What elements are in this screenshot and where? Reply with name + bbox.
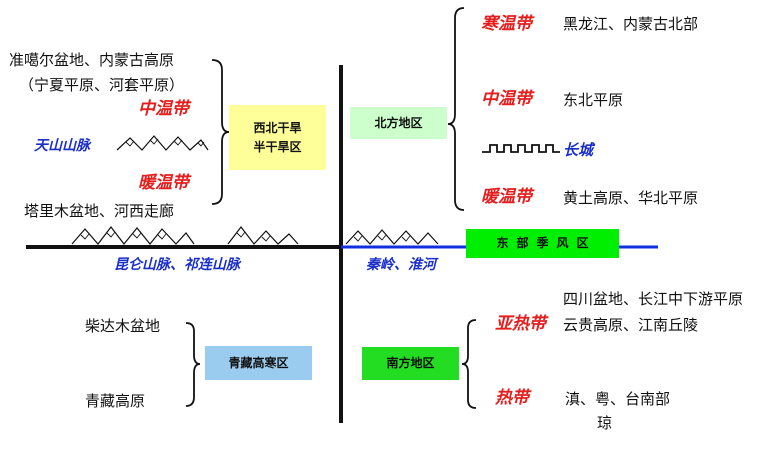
south-zone-tropical: 热带	[495, 388, 529, 408]
kunlun-mountains-icon	[71, 226, 299, 245]
south-region-box: 南方地区	[362, 347, 459, 380]
tianshan-mountains-icon	[116, 135, 209, 151]
south-brace	[461, 319, 477, 409]
tianshan-label: 天山山脉	[34, 138, 90, 154]
tarim-basin-label: 塔里木盆地、河西走廊	[24, 202, 175, 220]
northwest-arid-region-label: 西北干旱 半干旱区	[253, 120, 302, 154]
tropic-place-line1: 滇、粤、台南部	[565, 390, 671, 408]
northwest-zone-mid-temperate: 中温带	[138, 99, 189, 119]
northwest-brace	[211, 59, 230, 205]
tropic-place-line2: 琼	[597, 414, 613, 432]
south-region-label: 南方地区	[386, 356, 435, 371]
north-region-label: 北方地区	[374, 115, 423, 130]
qinling-huaihe-label: 秦岭、淮河	[366, 257, 436, 273]
qinghai-tibet-plateau-label: 青藏高原	[85, 392, 146, 410]
north-zone-mid-temperate: 中温带	[481, 89, 532, 109]
qinghai-tibet-region-label: 青藏高寒区	[228, 355, 289, 370]
north-zone-cold-temperate: 寒温带	[481, 14, 532, 34]
north-zone-cold-place: 黑龙江、内蒙古北部	[563, 15, 699, 33]
qinling-mountains-icon	[345, 229, 439, 245]
northwest-arid-region-box: 西北干旱 半干旱区	[229, 105, 326, 170]
north-zone-warm-place: 黄土高原、华北平原	[563, 189, 699, 207]
subtropic-place-line1: 四川盆地、长江中下游平原	[563, 290, 744, 308]
eastern-monsoon-region-label: 东部季风区	[496, 236, 597, 251]
great-wall-icon	[482, 144, 560, 153]
qinghai-tibet-region-box: 青藏高寒区	[205, 346, 312, 380]
north-zone-warm-temperate: 暖温带	[481, 187, 532, 207]
qaidam-basin-label: 柴达木盆地	[85, 317, 161, 335]
northwest-basin-line1: 准噶尔盆地、内蒙古高原	[9, 51, 175, 69]
northwest-basin-line2: （宁夏平原、河套平原）	[19, 76, 185, 94]
north-zone-mid-place: 东北平原	[563, 91, 624, 109]
north-region-box: 北方地区	[350, 107, 447, 139]
great-wall-label: 长城	[563, 141, 594, 159]
qinghai-tibet-brace	[185, 322, 201, 407]
subtropic-place-line2: 云贵高原、江南丘陵	[563, 316, 699, 334]
eastern-monsoon-region-box: 东部季风区	[466, 229, 619, 258]
kunlun-qilian-label: 昆仑山脉、祁连山脉	[114, 257, 240, 273]
south-zone-subtropical: 亚热带	[495, 314, 546, 334]
north-brace	[447, 7, 465, 211]
northwest-zone-warm-temperate: 暖温带	[138, 173, 189, 193]
